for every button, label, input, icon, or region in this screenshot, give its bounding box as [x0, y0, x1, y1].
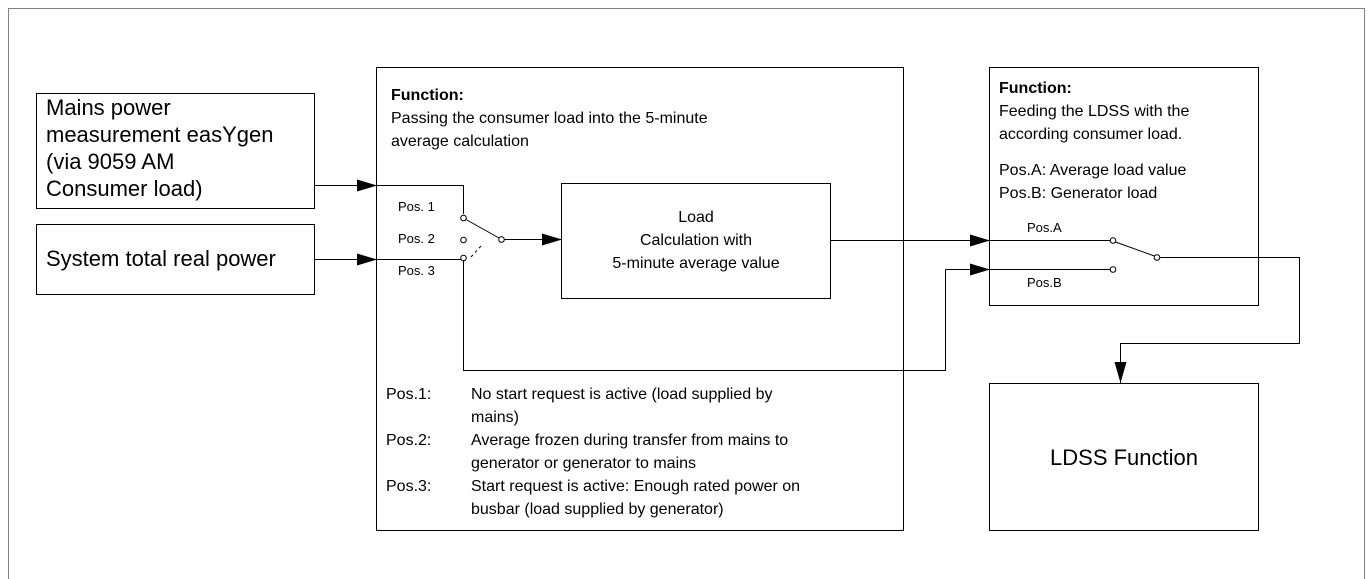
- switch-pivot-2: [1153, 254, 1161, 261]
- pos2-label: Pos. 2: [398, 231, 435, 246]
- connectors: [315, 179, 1300, 383]
- contact-pos1: [460, 214, 467, 222]
- note3-line-2: busbar (load supplied by generator): [471, 501, 724, 518]
- pos-b-label: Pos.B: [1027, 275, 1062, 290]
- function2-line-1: Feeding the LDSS with the: [999, 103, 1189, 120]
- wire-bypass: [463, 261, 946, 371]
- note2-line-1: Average frozen during transfer from main…: [471, 432, 788, 449]
- load-calc-line-3: 5-minute average value: [612, 255, 779, 272]
- pos1-label: Pos. 1: [398, 199, 435, 214]
- ldss-box: LDSS Function: [989, 383, 1259, 531]
- function1-line-2: average calculation: [391, 133, 529, 150]
- function2-box: Function: Feeding the LDSS with the acco…: [989, 67, 1259, 306]
- contact-pos2: [460, 236, 467, 244]
- mains-line-2: measurement easYgen: [46, 122, 273, 147]
- switch-pivot-1: [498, 236, 505, 243]
- function2-title: Function:: [999, 80, 1072, 97]
- load-calc-box: Load Calculation with 5-minute average v…: [561, 183, 831, 299]
- function1-line-1: Passing the consumer load into the 5-min…: [391, 110, 708, 127]
- note2-key: Pos.2:: [386, 432, 431, 449]
- note1-line-1: No start request is active (load supplie…: [471, 386, 772, 403]
- load-calc-line-2: Calculation with: [640, 232, 752, 249]
- note1-key: Pos.1:: [386, 386, 431, 403]
- switch-blade-2: [1115, 241, 1155, 257]
- wire-to-ldss: [1120, 257, 1300, 383]
- mains-line-1: Mains power: [46, 95, 171, 120]
- note3-key: Pos.3:: [386, 478, 431, 495]
- note1-line-2: mains): [471, 409, 519, 426]
- note2-line-2: generator or generator to mains: [471, 455, 696, 472]
- mains-line-4: Consumer load): [46, 176, 203, 201]
- load-calc-line-1: Load: [678, 209, 714, 226]
- arrow-into-ldss: [1114, 362, 1127, 383]
- system-total-box: System total real power: [36, 224, 315, 295]
- contact-pos-a: [1109, 237, 1117, 244]
- pos-a-label: Pos.A: [1027, 220, 1062, 235]
- function2-pos-a-desc: Pos.A: Average load value: [999, 162, 1186, 179]
- note3-line-1: Start request is active: Enough rated po…: [471, 478, 800, 495]
- outer-frame: [8, 8, 1365, 579]
- function1-title: Function:: [391, 87, 464, 104]
- function2-line-2: according consumer load.: [999, 126, 1182, 143]
- contact-pos-b: [1109, 266, 1117, 273]
- switch-blade-1: [465, 219, 500, 239]
- wire-pos1: [376, 185, 464, 214]
- contact-pos3: [460, 254, 467, 262]
- mains-line-3: (via 9059 AM: [46, 149, 174, 174]
- system-total-label: System total real power: [46, 246, 276, 271]
- pos3-label: Pos. 3: [398, 263, 435, 278]
- function2-pos-b-desc: Pos.B: Generator load: [999, 185, 1157, 202]
- switch-dashed-link: [470, 245, 482, 258]
- mains-power-box: Mains power measurement easYgen (via 905…: [36, 93, 315, 209]
- ldss-label: LDSS Function: [1050, 445, 1198, 470]
